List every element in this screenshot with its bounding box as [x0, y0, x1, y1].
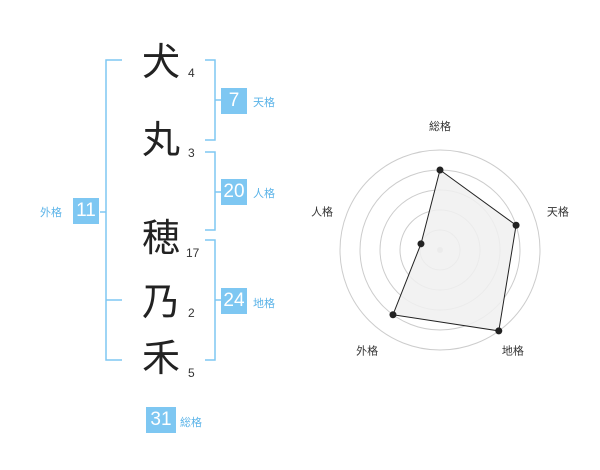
radar-ring [339, 149, 541, 351]
radar-point-3 [495, 327, 503, 335]
stroke-count-1: 4 [188, 66, 195, 80]
chikaku-value-badge: 24 [221, 288, 247, 314]
name-char-3: 穂 [141, 216, 180, 260]
radar-point-1 [436, 166, 444, 174]
chikaku-label: 地格 [253, 297, 275, 310]
jinkaku-label: 人格 [253, 187, 275, 200]
stroke-count-3: 17 [186, 246, 200, 260]
radar-polygon [392, 169, 517, 332]
radar-axis-label-3: 地格 [502, 343, 524, 357]
tenkaku-value-badge: 7 [221, 88, 247, 114]
radar-point-2 [512, 221, 520, 229]
stroke-count-2: 3 [188, 146, 195, 160]
name-char-4: 乃 [141, 280, 180, 324]
soukaku-label: 総格 [180, 416, 202, 429]
stroke-count-5: 5 [188, 366, 195, 380]
radar-axis-label-4: 外格 [356, 343, 378, 357]
soukaku-value-badge: 31 [146, 407, 176, 433]
name-char-5: 禾 [141, 336, 180, 380]
radar-axis-label-5: 人格 [311, 205, 333, 219]
name-char-2: 丸 [141, 118, 180, 162]
tenkaku-label: 天格 [253, 96, 275, 109]
gaikaku-label: 外格 [40, 206, 62, 219]
radar-point-5 [417, 240, 425, 248]
radar-shape [389, 166, 520, 335]
stroke-count-4: 2 [188, 306, 195, 320]
gaikaku-bracket [105, 59, 122, 361]
radar-point-4 [389, 311, 397, 319]
gaikaku-value-badge: 11 [73, 198, 99, 224]
name-char-1: 犬 [141, 40, 180, 84]
jinkaku-value-badge: 20 [221, 179, 247, 205]
jinkaku-bracket [205, 151, 216, 231]
radar-axis-label-2: 天格 [547, 205, 569, 219]
radar-axis-label-1: 総格 [429, 119, 451, 133]
